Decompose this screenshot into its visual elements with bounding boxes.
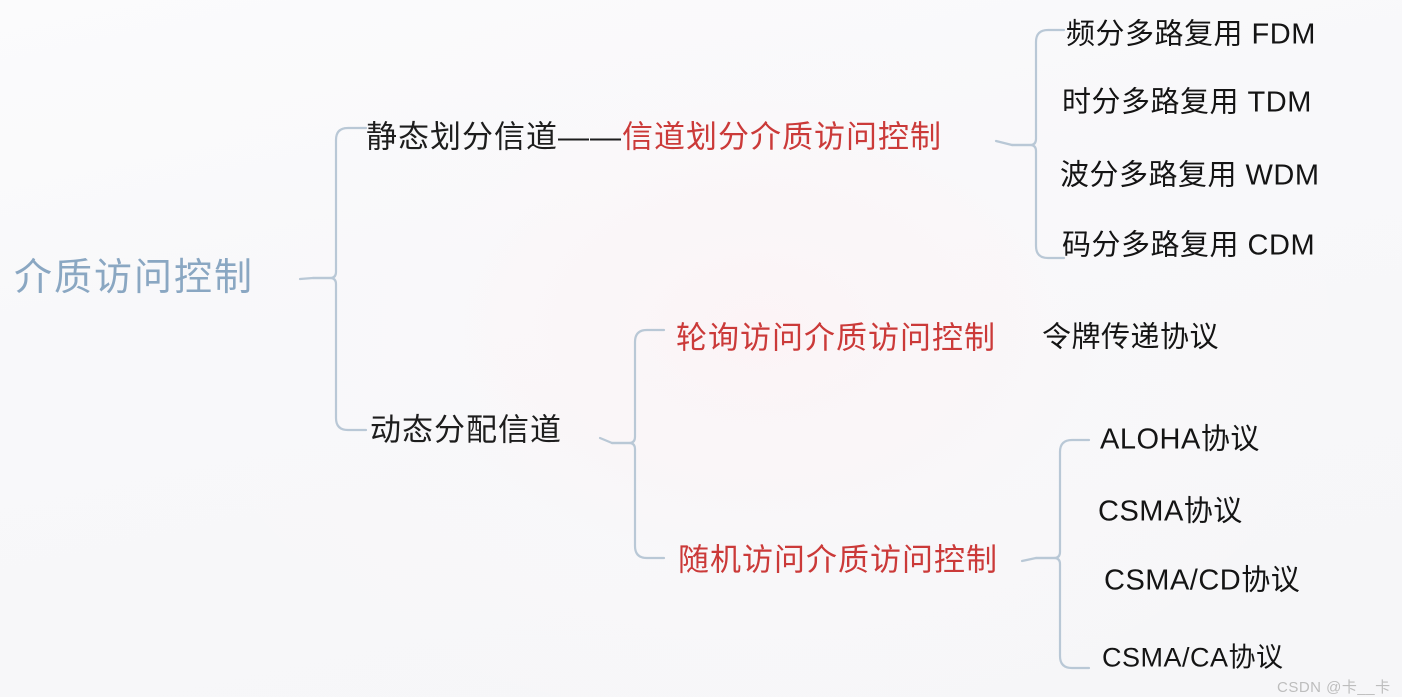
bracket-random-upper — [1034, 438, 1091, 560]
node-static-division[interactable]: 静态划分信道——信道划分介质访问控制 — [366, 122, 942, 153]
bracket-static-lower — [1010, 143, 1066, 260]
node-polling-access[interactable]: 轮询访问介质访问控制 — [676, 320, 996, 356]
bracket-dynamic-lower — [610, 441, 666, 560]
leaf-wdm[interactable]: 波分多路复用 WDM — [1060, 159, 1320, 192]
csdn-watermark: CSDN @卡__卡 — [1277, 679, 1391, 696]
leaf-csma-ca[interactable]: CSMA/CA协议 — [1102, 642, 1284, 673]
leaf-csma[interactable]: CSMA协议 — [1098, 495, 1243, 528]
node-random-access[interactable]: 随机访问介质访问控制 — [678, 542, 998, 578]
leaf-cdm[interactable]: 码分多路复用 CDM — [1062, 229, 1316, 262]
leaf-fdm[interactable]: 频分多路复用 FDM — [1066, 18, 1316, 51]
root-node[interactable]: 介质访问控制 — [14, 257, 255, 299]
connector-random-to-bracket — [1020, 556, 1038, 563]
bracket-root-lower — [311, 276, 368, 432]
connector-static-to-bracket — [994, 139, 1014, 147]
connector-root-to-bracket — [298, 276, 315, 281]
leaf-tdm[interactable]: 时分多路复用 TDM — [1062, 86, 1312, 119]
connector-dynamic-to-bracket — [598, 436, 614, 445]
bracket-random-lower — [1034, 556, 1091, 670]
bracket-static-upper — [1010, 28, 1066, 147]
node-static-division-red-label: 信道划分介质访问控制 — [622, 119, 942, 155]
leaf-token-passing[interactable]: 令牌传递协议 — [1042, 321, 1220, 354]
node-dynamic-allocation[interactable]: 动态分配信道 — [370, 412, 562, 448]
node-static-division-dark-label: 静态划分信道—— — [366, 119, 622, 155]
leaf-aloha[interactable]: ALOHA协议 — [1100, 423, 1260, 456]
leaf-csma-cd[interactable]: CSMA/CD协议 — [1104, 564, 1301, 597]
bracket-root-upper — [311, 126, 368, 280]
bracket-dynamic-upper — [610, 328, 666, 445]
